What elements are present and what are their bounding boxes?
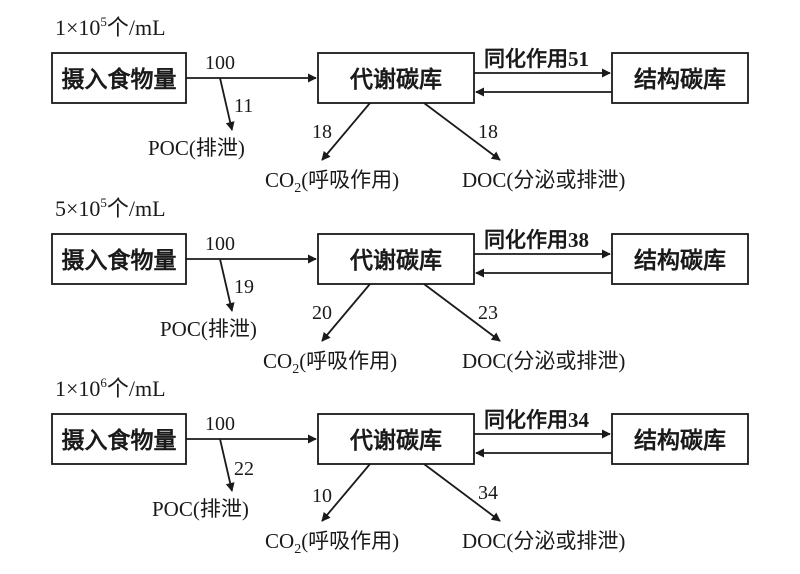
poc-arrow bbox=[219, 77, 235, 131]
scenario-3: 1×106个/mL 摄入食物量 代谢碳库 结构碳库 100 22 同化作用34 … bbox=[51, 375, 749, 557]
co2-flux-value: 18 bbox=[312, 121, 332, 143]
intake-box: 摄入食物量 bbox=[51, 233, 187, 285]
doc-arrow bbox=[423, 463, 501, 522]
co2-arrow bbox=[321, 283, 371, 342]
svg-text:结构碳库: 结构碳库 bbox=[634, 427, 726, 453]
structural-pool-box: 结构碳库 bbox=[611, 52, 749, 104]
concentration-label: 1×105个/mL bbox=[55, 14, 166, 40]
poc-flux-value: 22 bbox=[234, 458, 254, 480]
concentration-label: 5×105个/mL bbox=[55, 195, 166, 221]
poc-flux-value: 19 bbox=[234, 276, 254, 298]
intake-box: 摄入食物量 bbox=[51, 413, 187, 465]
doc-output-label: DOC(分泌或排泄) bbox=[462, 349, 625, 373]
doc-flux-value: 23 bbox=[478, 302, 498, 324]
co2-output-label: CO2(呼吸作用) bbox=[265, 168, 399, 196]
poc-flux-value: 11 bbox=[234, 95, 253, 117]
structural-pool-box: 结构碳库 bbox=[611, 413, 749, 465]
co2-arrow bbox=[321, 463, 371, 522]
poc-arrow bbox=[219, 258, 235, 312]
scenario-1: 1×105个/mL 摄入食物量 代谢碳库 结构碳库 100 11 同化作用51 … bbox=[51, 14, 749, 196]
poc-output-label: POC(排泄) bbox=[148, 136, 245, 160]
svg-text:代谢碳库: 代谢碳库 bbox=[349, 427, 442, 453]
poc-output-label: POC(排泄) bbox=[160, 317, 257, 341]
co2-flux-value: 10 bbox=[312, 485, 332, 507]
co2-flux-value: 20 bbox=[312, 302, 332, 324]
assimilation-label: 同化作用38 bbox=[484, 228, 589, 252]
doc-flux-value: 18 bbox=[478, 121, 498, 143]
svg-text:摄入食物量: 摄入食物量 bbox=[62, 427, 177, 453]
svg-text:结构碳库: 结构碳库 bbox=[634, 66, 726, 92]
doc-output-label: DOC(分泌或排泄) bbox=[462, 529, 625, 553]
svg-text:代谢碳库: 代谢碳库 bbox=[349, 66, 442, 92]
metabolic-pool-box: 代谢碳库 bbox=[317, 52, 475, 104]
doc-output-label: DOC(分泌或排泄) bbox=[462, 168, 625, 192]
co2-output-label: CO2(呼吸作用) bbox=[265, 529, 399, 557]
doc-arrow bbox=[423, 283, 501, 342]
doc-flux-value: 34 bbox=[478, 482, 498, 504]
structural-pool-box: 结构碳库 bbox=[611, 233, 749, 285]
svg-text:结构碳库: 结构碳库 bbox=[634, 247, 726, 273]
intake-flux-value: 100 bbox=[205, 233, 235, 255]
svg-text:摄入食物量: 摄入食物量 bbox=[62, 247, 177, 273]
svg-text:代谢碳库: 代谢碳库 bbox=[349, 247, 442, 273]
intake-flux-value: 100 bbox=[205, 413, 235, 435]
poc-arrow bbox=[219, 438, 235, 492]
metabolic-pool-box: 代谢碳库 bbox=[317, 413, 475, 465]
assimilation-label: 同化作用51 bbox=[484, 47, 589, 71]
concentration-label: 1×106个/mL bbox=[55, 375, 166, 401]
co2-output-label: CO2(呼吸作用) bbox=[263, 349, 397, 377]
svg-text:摄入食物量: 摄入食物量 bbox=[62, 66, 177, 92]
co2-arrow bbox=[321, 102, 371, 161]
scenario-2: 5×105个/mL 摄入食物量 代谢碳库 结构碳库 100 19 同化作用38 … bbox=[51, 195, 749, 377]
intake-flux-value: 100 bbox=[205, 52, 235, 74]
intake-box: 摄入食物量 bbox=[51, 52, 187, 104]
doc-arrow bbox=[423, 102, 501, 161]
poc-output-label: POC(排泄) bbox=[152, 497, 249, 521]
assimilation-label: 同化作用34 bbox=[484, 408, 590, 432]
metabolic-pool-box: 代谢碳库 bbox=[317, 233, 475, 285]
